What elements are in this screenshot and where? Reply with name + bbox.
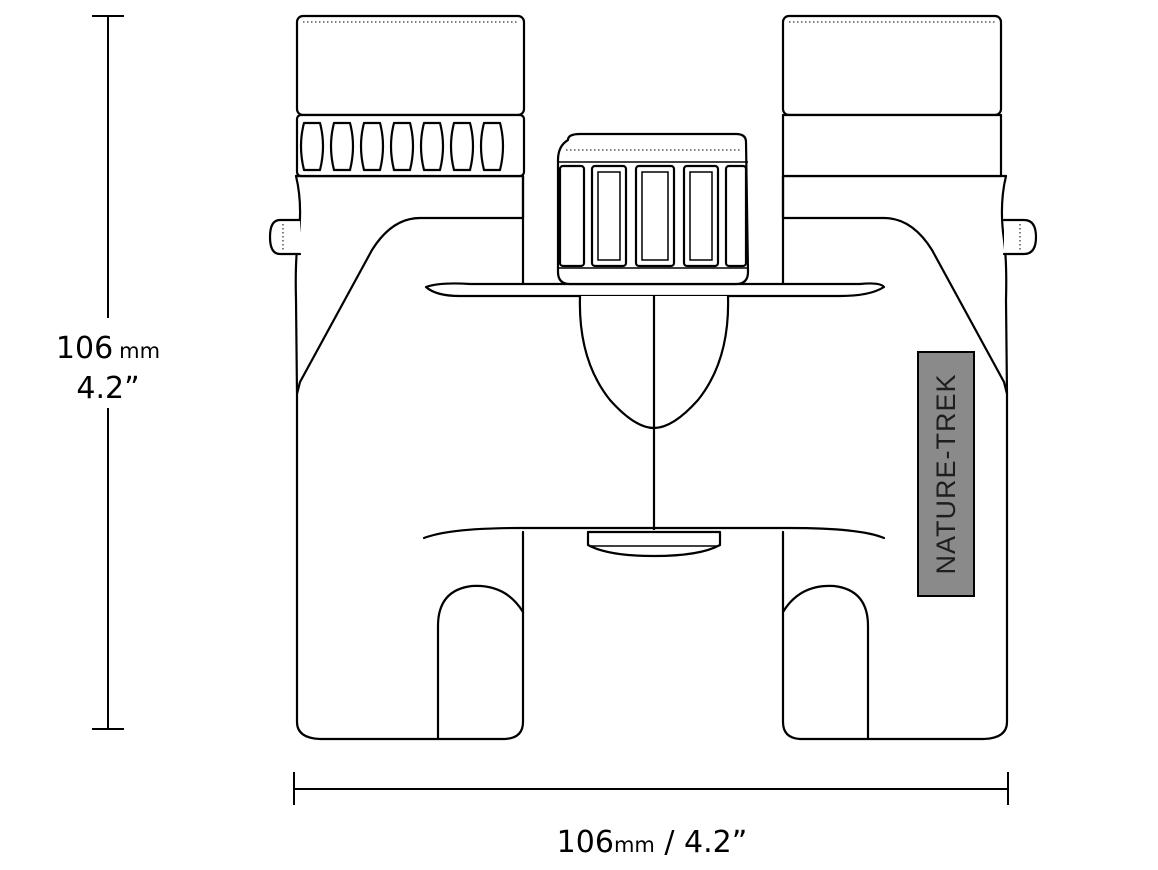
upper-bridge-plate: [424, 282, 886, 298]
focus-wheel-ridge-4: [682, 164, 720, 268]
height-metric-value: 106: [56, 331, 113, 366]
focus-wheel: [556, 132, 750, 286]
right-ocular-band: [781, 113, 1003, 178]
right-eyecup: [781, 14, 1003, 117]
left-diopter-ridges: [299, 121, 505, 172]
right-thumb-recess: [781, 584, 870, 741]
focus-wheel-ridge-5: [724, 164, 748, 268]
brand-label-plate: [917, 351, 975, 597]
width-separator: /: [655, 825, 684, 860]
lower-bridge-plate: [422, 526, 886, 540]
left-strap-lug: [268, 218, 302, 256]
brand-label-text: NATURE-TREK: [931, 373, 961, 574]
brand-label: NATURE-TREK: [917, 351, 975, 597]
width-label: 106mm / 4.2”: [557, 825, 748, 860]
left-barrel-body: [294, 174, 525, 741]
width-imperial-value: 4.2”: [684, 825, 747, 860]
binocular-outline: NATURE-TREK: [268, 14, 1038, 741]
width-metric-value: 106: [557, 825, 614, 860]
width-metric-unit: mm: [614, 833, 655, 857]
height-imperial-label: 4.2”: [76, 371, 139, 406]
height-metric-unit: mm: [119, 339, 160, 363]
focus-wheel-ridge-1: [558, 164, 586, 268]
left-eyecup: [295, 14, 526, 117]
lower-bridge-tab: [586, 530, 722, 558]
left-diopter-ring: [295, 113, 526, 178]
focus-wheel-ridge-2: [590, 164, 628, 268]
focus-wheel-ridge-3: [634, 164, 676, 268]
width-dimension: 106mm / 4.2”: [293, 772, 1009, 860]
left-thumb-recess: [436, 584, 525, 741]
